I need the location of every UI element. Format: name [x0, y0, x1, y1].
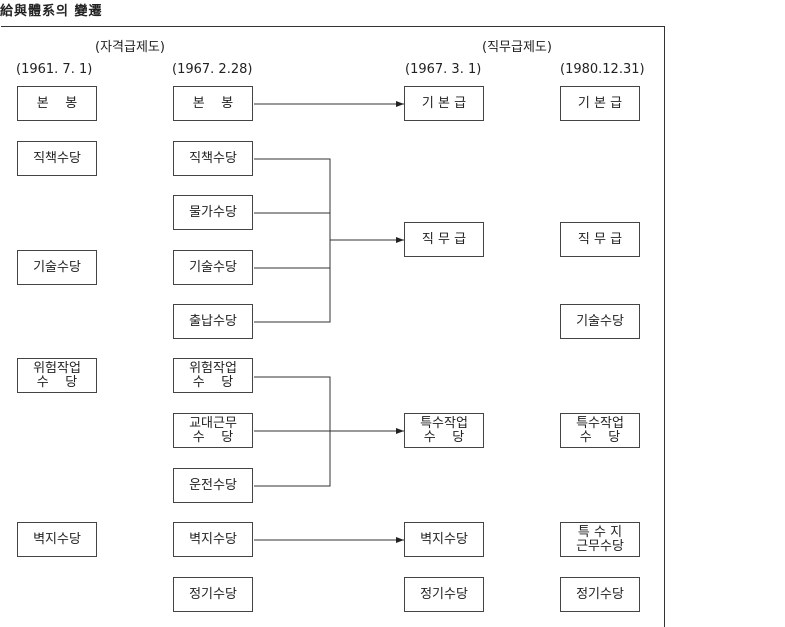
date-1980: (1980.12.31) — [560, 62, 645, 77]
system-label-qualification: (자격급제도) — [95, 40, 165, 55]
box-1980-special-area-allowance: 특 수 지 근무수당 — [560, 522, 640, 557]
box-1967a-technical-allowance: 기술수당 — [173, 250, 253, 285]
date-1967-03: (1967. 3. 1) — [405, 62, 482, 77]
box-1980-job-pay: 직 무 급 — [560, 222, 640, 257]
box-1961-base-pay: 본 봉 — [17, 86, 97, 121]
box-1980-technical-allowance: 기술수당 — [560, 304, 640, 339]
box-1967a-cashier-allowance: 출납수당 — [173, 304, 253, 339]
box-1967a-base-pay: 본 봉 — [173, 86, 253, 121]
box-1967b-special-work-allowance: 특수작업 수 당 — [404, 413, 484, 448]
box-1967a-position-allowance: 직책수당 — [173, 141, 253, 176]
box-1980-regular-allowance: 정기수당 — [560, 577, 640, 612]
date-1961: (1961. 7. 1) — [16, 62, 93, 77]
box-1961-technical-allowance: 기술수당 — [17, 250, 97, 285]
diagram-frame — [1, 26, 665, 627]
box-1961-position-allowance: 직책수당 — [17, 141, 97, 176]
date-1967-02: (1967. 2.28) — [172, 62, 253, 77]
box-1961-remote-allowance: 벽지수당 — [17, 522, 97, 557]
box-1967a-remote-allowance: 벽지수당 — [173, 522, 253, 557]
box-1967a-price-allowance: 물가수당 — [173, 195, 253, 230]
box-1967b-job-pay: 직 무 급 — [404, 222, 484, 257]
box-1967b-base-salary: 기 본 급 — [404, 86, 484, 121]
box-1967a-regular-allowance: 정기수당 — [173, 577, 253, 612]
box-1967a-driver-allowance: 운전수당 — [173, 468, 253, 503]
box-1967b-regular-allowance: 정기수당 — [404, 577, 484, 612]
box-1967a-shift-allowance: 교대근무 수 당 — [173, 413, 253, 448]
box-1980-special-work-allowance: 특수작업 수 당 — [560, 413, 640, 448]
system-label-job: (직무급제도) — [482, 40, 552, 55]
page-title: 給與體系의 變遷 — [0, 4, 103, 19]
box-1967b-remote-allowance: 벽지수당 — [404, 522, 484, 557]
connector-lines — [254, 101, 404, 543]
box-1980-base-salary: 기 본 급 — [560, 86, 640, 121]
box-1967a-hazard-allowance: 위험작업 수 당 — [173, 358, 253, 393]
box-1961-hazard-allowance: 위험작업 수 당 — [17, 358, 97, 393]
